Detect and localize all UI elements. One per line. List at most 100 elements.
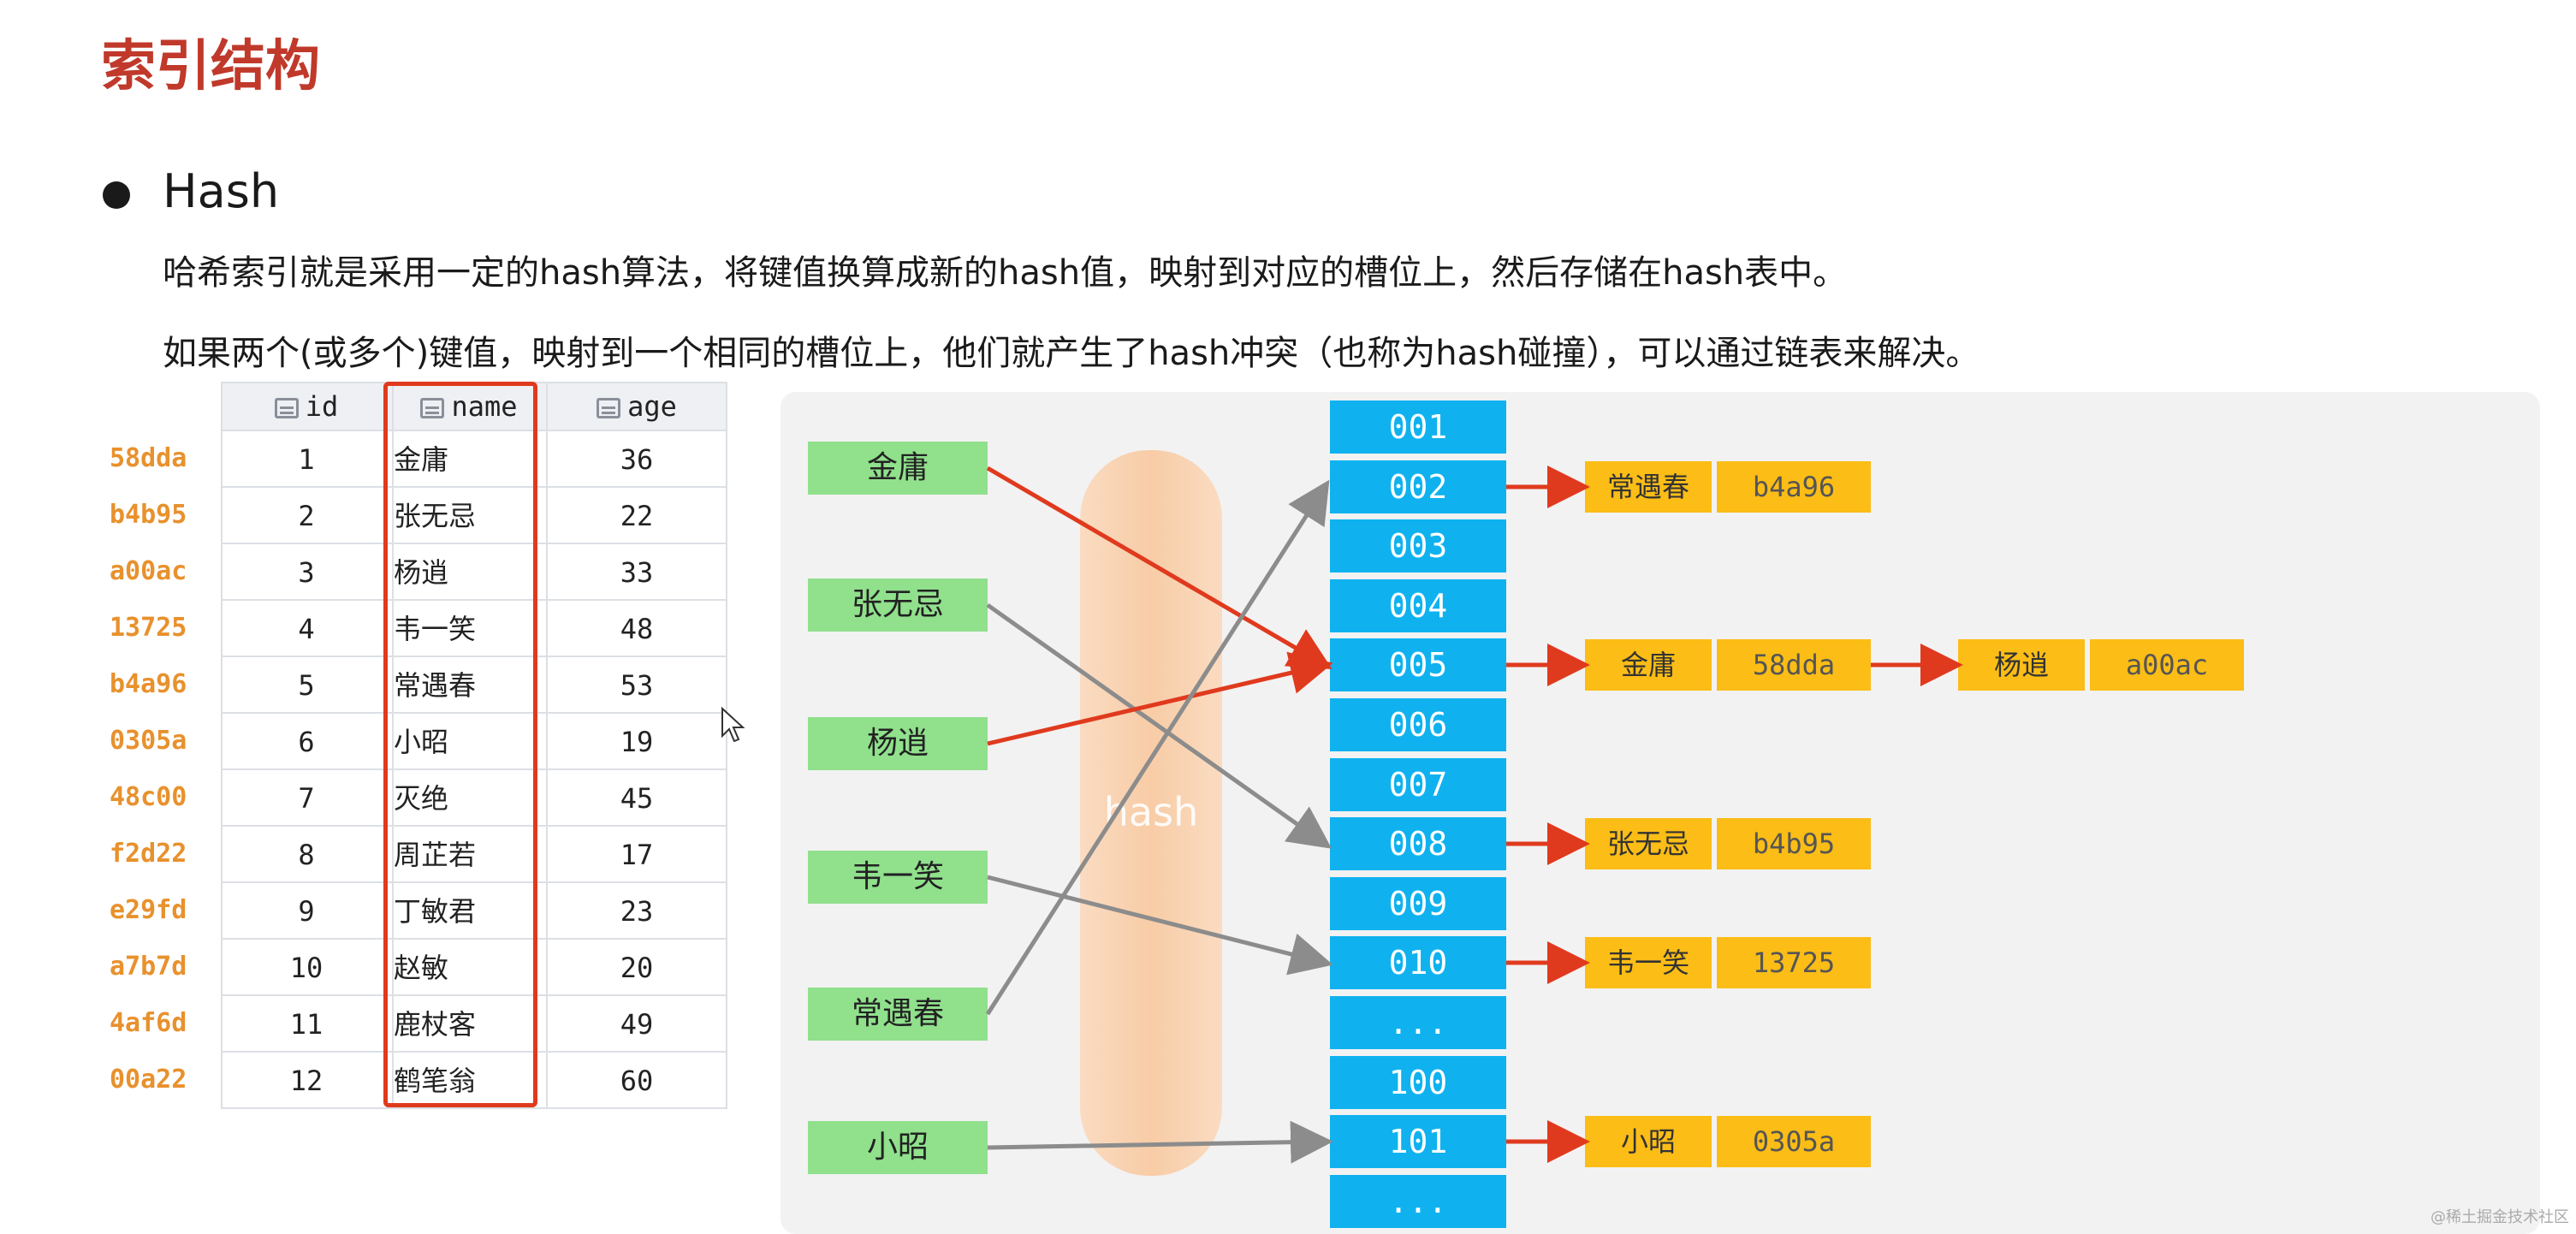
cell-id: 12 [289,1065,323,1097]
cell-name: 鹤笔翁 [394,1065,477,1097]
cell-name: 杨逍 [394,556,449,589]
cell-age: 19 [620,726,654,758]
row-hash-value: 48c00 [110,782,187,812]
entry-hash: 58dda [1717,639,1871,691]
entry-hash: 13725 [1717,937,1871,988]
row-divider [221,768,727,770]
cell-id: 3 [298,556,315,589]
cell-id: 10 [289,952,323,984]
row-divider [221,1107,727,1109]
hash-slot: 101 [1330,1115,1506,1168]
cell-age: 33 [620,556,654,589]
entry-name: 张无忌 [1585,818,1712,869]
hash-slot: 010 [1330,936,1506,989]
row-hash-value: a7b7d [110,952,187,982]
row-hash-value: 13725 [110,613,187,643]
column-divider [546,382,548,1107]
row-hash-value: 0305a [110,726,187,756]
cell-id: 8 [298,839,315,871]
entry-name: 韦一笑 [1585,937,1712,988]
row-divider [221,712,727,714]
hash-key: 韦一笑 [808,851,988,904]
hash-slot: 001 [1330,400,1506,454]
cell-name: 常遇春 [394,669,477,702]
entry-hash: b4a96 [1717,461,1871,513]
row-divider [221,599,727,601]
entry-name: 常遇春 [1585,461,1712,513]
entry-name: 金庸 [1585,639,1712,691]
row-divider [221,825,727,827]
column-header-name[interactable]: name [392,382,546,431]
hash-slot: 009 [1330,877,1506,930]
cell-age: 17 [620,839,654,871]
row-divider [221,881,727,883]
cell-name: 周芷若 [394,839,477,871]
hash-slot: 002 [1330,460,1506,513]
cell-id: 9 [298,895,315,928]
cell-name: 小昭 [394,726,449,758]
row-hash-value: a00ac [110,556,187,586]
cell-id: 7 [298,782,315,815]
row-divider [221,994,727,996]
entry-name: 小昭 [1585,1116,1712,1167]
cell-name: 鹿杖客 [394,1008,477,1041]
section-title: Hash [163,164,280,218]
row-hash-value: 58dda [110,443,187,473]
hash-slot: 004 [1330,579,1506,632]
cell-name: 丁敏君 [394,895,477,928]
cell-name: 金庸 [394,443,449,476]
hash-key: 杨逍 [808,717,988,770]
bullet-dot [103,181,130,209]
cell-age: 60 [620,1065,654,1097]
hash-function-label: hash [1103,789,1199,835]
hash-key: 小昭 [808,1121,988,1174]
cell-age: 36 [620,443,654,476]
column-divider [221,382,223,1107]
hash-slot: ... [1330,1175,1506,1228]
row-divider [221,1051,727,1053]
cell-age: 49 [620,1008,654,1041]
row-divider [221,938,727,940]
row-hash-value: b4b95 [110,500,187,530]
column-divider [726,382,727,1107]
cell-name: 赵敏 [394,952,449,984]
column-header-age[interactable]: age [546,382,727,431]
row-divider [221,543,727,544]
entry-hash: b4b95 [1717,818,1871,869]
hash-slot: 007 [1330,758,1506,811]
description-paragraph-2: 如果两个(或多个)键值，映射到一个相同的槽位上，他们就产生了hash冲突（也称为… [163,334,1980,373]
cell-name: 韦一笑 [394,613,477,645]
hash-slot: ... [1330,996,1506,1049]
primary-key-column-icon [274,398,299,418]
row-hash-value: f2d22 [110,839,187,869]
cell-id: 11 [289,1008,323,1041]
row-hash-value: 00a22 [110,1065,187,1095]
column-icon [597,398,621,418]
hash-key: 金庸 [808,442,988,495]
hash-slot: 008 [1330,817,1506,870]
hash-diagram-panel [781,392,2540,1234]
mouse-cursor-icon [721,707,745,743]
page-title: 索引结构 [101,35,320,98]
cell-id: 6 [298,726,315,758]
cell-id: 1 [298,443,315,476]
row-hash-value: b4a96 [110,669,187,699]
cell-age: 20 [620,952,654,984]
description-paragraph-1: 哈希索引就是采用一定的hash算法，将键值换算成新的hash值，映射到对应的槽位… [163,253,1848,293]
cell-id: 4 [298,613,315,645]
hash-slot: 005 [1330,638,1506,691]
hash-slot: 100 [1330,1056,1506,1109]
entry-hash: 0305a [1717,1116,1871,1167]
hash-key: 常遇春 [808,988,988,1041]
name-column-highlight [383,382,537,1107]
cell-age: 22 [620,500,654,532]
hash-key: 张无忌 [808,578,988,632]
cell-age: 23 [620,895,654,928]
entry-name: 杨逍 [1958,639,2085,691]
cell-name: 灭绝 [394,782,449,815]
cell-id: 2 [298,500,315,532]
row-hash-value: e29fd [110,895,187,925]
watermark: @稀土掘金技术社区 [2431,1208,2569,1226]
cell-age: 45 [620,782,654,815]
column-header-id[interactable]: id [221,382,392,431]
